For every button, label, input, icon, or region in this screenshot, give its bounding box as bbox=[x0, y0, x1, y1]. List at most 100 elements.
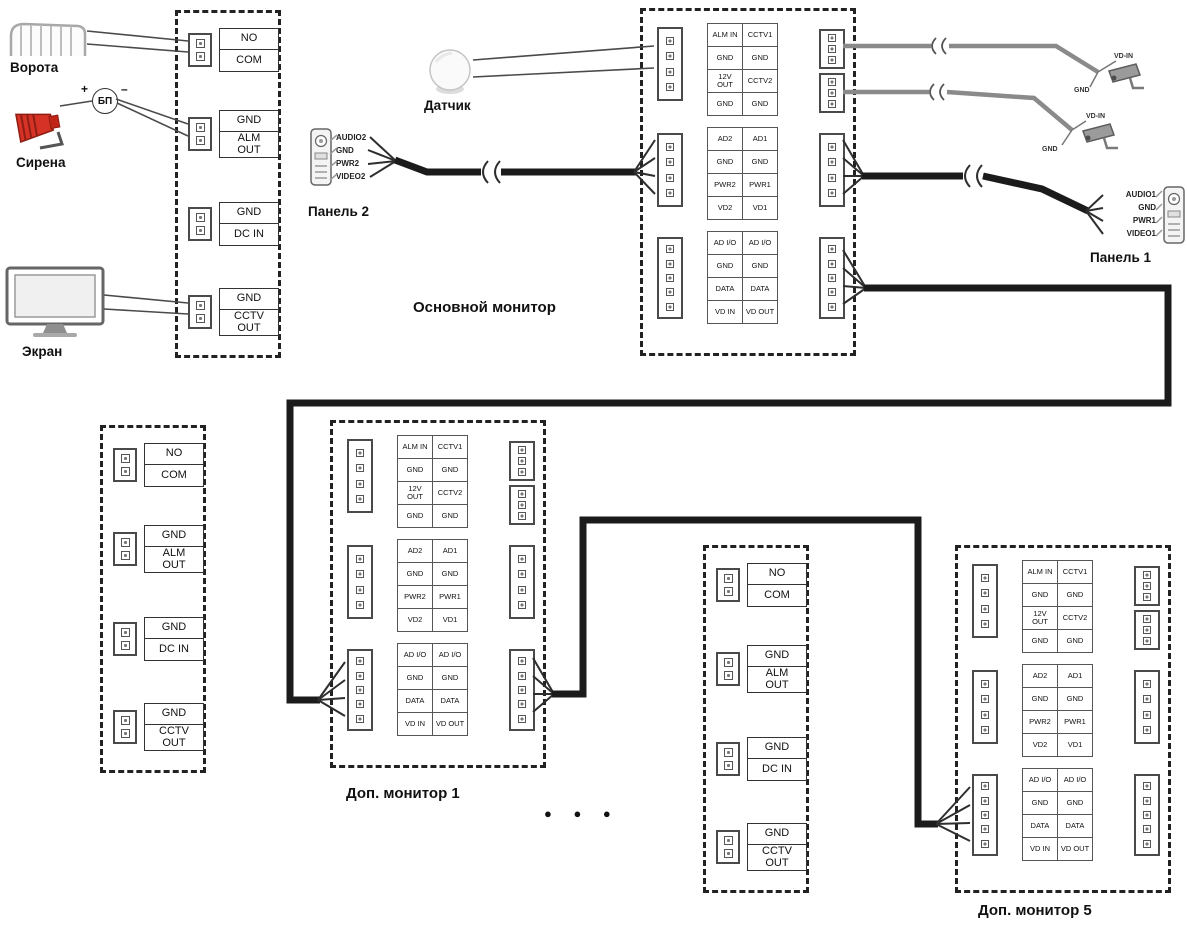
strip-cells: GND CCTV OUT bbox=[219, 287, 279, 337]
pin bbox=[518, 657, 526, 666]
pin bbox=[518, 446, 526, 454]
pin bbox=[981, 679, 989, 688]
pin bbox=[195, 136, 205, 145]
terminal-cell: PWR1 bbox=[1132, 216, 1156, 225]
pin bbox=[120, 716, 130, 725]
terminal-cell: VD1 bbox=[1057, 733, 1093, 757]
pin bbox=[356, 714, 364, 723]
terminal-cell: GND bbox=[1057, 583, 1093, 607]
strip-group-no-com: NO COM bbox=[188, 27, 279, 73]
add-monitor-1-label: Доп. монитор 1 bbox=[346, 785, 460, 802]
terminal-label: GND bbox=[219, 201, 279, 225]
connector-4pin-icon bbox=[347, 439, 373, 513]
terminal-cell: GND bbox=[1057, 687, 1093, 711]
pin bbox=[981, 573, 989, 582]
terminal-cell: VD OUT bbox=[1057, 837, 1093, 861]
panel1-terminal-marks bbox=[1155, 190, 1163, 237]
pin bbox=[981, 782, 989, 791]
terminal-strip-add1: NO COM GND ALM OUT GND DC IN GND CCTV OU… bbox=[100, 425, 206, 773]
pin bbox=[356, 700, 364, 709]
strip-group-alm: GND ALM OUT bbox=[716, 644, 807, 694]
terminal-label: DC IN bbox=[747, 758, 807, 782]
connector-2pin-icon bbox=[113, 622, 137, 656]
pin bbox=[1143, 593, 1151, 601]
pin bbox=[666, 36, 674, 45]
pin bbox=[518, 512, 526, 520]
pin bbox=[828, 158, 836, 167]
strip-cells: NO COM bbox=[219, 27, 279, 73]
pin bbox=[1143, 582, 1151, 590]
connector-2pin-icon bbox=[188, 207, 212, 241]
pin bbox=[723, 761, 733, 770]
pin bbox=[1143, 679, 1151, 688]
strip-group-dcin: GND DC IN bbox=[188, 201, 279, 247]
terminal-label: NO bbox=[144, 442, 204, 466]
pin bbox=[518, 585, 526, 594]
panel1-art bbox=[1163, 186, 1185, 244]
pin bbox=[356, 585, 364, 594]
terminal-label: GND bbox=[219, 287, 279, 311]
pin bbox=[981, 810, 989, 819]
terminal-label: GND bbox=[219, 109, 279, 133]
pin bbox=[120, 538, 130, 547]
pin bbox=[723, 587, 733, 596]
terminal-cell: AD1 bbox=[432, 539, 468, 563]
terminal-cell: GND bbox=[432, 458, 468, 482]
terminal-cell: AD I/O bbox=[1057, 768, 1093, 792]
camera1-cable bbox=[949, 43, 1100, 74]
strip-group-cctv: GND CCTV OUT bbox=[716, 822, 807, 872]
terminal-cell: 12V OUT bbox=[397, 481, 433, 505]
pin bbox=[356, 657, 364, 666]
terminal-strip-main: NO COM GND ALM OUT GND DC IN GND CCTV OU… bbox=[175, 10, 281, 358]
terminal-label: DC IN bbox=[219, 223, 279, 247]
terminal-cell: GND bbox=[336, 146, 354, 155]
connector-5pin-icon bbox=[1134, 774, 1160, 856]
pin bbox=[666, 245, 674, 254]
terminal-cell: GND bbox=[397, 458, 433, 482]
pin bbox=[356, 671, 364, 680]
connector-2pin-icon bbox=[188, 295, 212, 329]
pin bbox=[828, 45, 836, 53]
panel2-art bbox=[310, 128, 332, 186]
pin bbox=[356, 570, 364, 579]
siren-art bbox=[15, 113, 64, 150]
connector-5pin-icon bbox=[347, 649, 373, 731]
pin bbox=[828, 245, 836, 254]
pin bbox=[518, 457, 526, 465]
panel1-cable bbox=[982, 172, 1090, 215]
camera-2-icon bbox=[1080, 122, 1122, 154]
terminal-cell: AD I/O bbox=[432, 643, 468, 667]
pin bbox=[981, 710, 989, 719]
connector-2pin-icon bbox=[188, 33, 212, 67]
psu-plus-sign: + bbox=[81, 82, 89, 96]
terminal-cell: DATA bbox=[1022, 814, 1058, 838]
pin bbox=[518, 601, 526, 610]
pin bbox=[195, 123, 205, 132]
panel2-fan bbox=[367, 136, 397, 178]
terminal-label: CCTV OUT bbox=[219, 309, 279, 337]
panel1-icon bbox=[1163, 186, 1185, 244]
pin bbox=[1143, 825, 1151, 834]
add-monitor-5-label: Доп. монитор 5 bbox=[978, 902, 1092, 919]
pin bbox=[981, 796, 989, 805]
sensor-label: Датчик bbox=[424, 98, 471, 113]
terminal-cell: DATA bbox=[707, 277, 743, 301]
strip-group-alm: GND ALM OUT bbox=[188, 109, 279, 159]
strip-group-cctv: GND CCTV OUT bbox=[113, 702, 204, 752]
psu-minus-sign: – bbox=[121, 82, 128, 96]
connector-2pin-icon bbox=[113, 710, 137, 744]
pin bbox=[518, 685, 526, 694]
terminal-cell: GND bbox=[742, 254, 778, 278]
terminal-cell: VD2 bbox=[397, 608, 433, 632]
strip-cells: GND CCTV OUT bbox=[747, 822, 807, 872]
pin bbox=[195, 301, 205, 310]
terminal-cell: CCTV2 bbox=[1057, 606, 1093, 630]
pin bbox=[828, 142, 836, 151]
pin bbox=[518, 468, 526, 476]
pin bbox=[828, 56, 836, 64]
pin bbox=[1143, 839, 1151, 848]
terminal-cell: AD I/O bbox=[742, 231, 778, 255]
